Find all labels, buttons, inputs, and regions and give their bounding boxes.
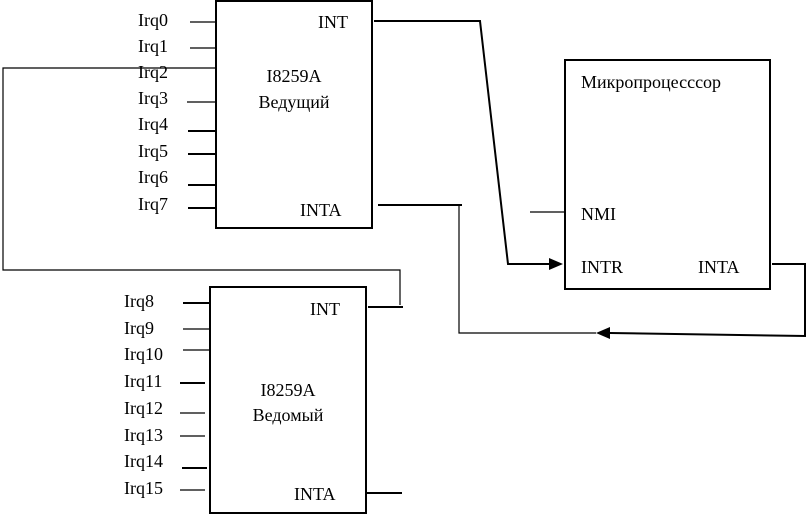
- slave-pic: INT INTA I8259A Ведомый Irq8 Irq9 Irq10 …: [124, 286, 367, 514]
- slave-irq-label: Irq14: [124, 451, 163, 471]
- master-irq-label: Irq3: [138, 88, 168, 108]
- master-inta-label: INTA: [300, 200, 342, 220]
- slave-pic-box: [209, 286, 367, 514]
- master-irq-label: Irq0: [138, 10, 168, 30]
- slave-irq-label: Irq12: [124, 398, 163, 418]
- cpu-name: Микропроцесссор: [581, 72, 721, 92]
- master-irq-label: Irq4: [138, 114, 168, 134]
- cpu-inta-label: INTA: [698, 257, 740, 277]
- master-irq-label: Irq7: [138, 194, 168, 214]
- cascade-wire: [2, 67, 401, 305]
- slave-irq-label: Irq13: [124, 425, 163, 445]
- master-irq-label: Irq6: [138, 167, 168, 187]
- master-int-label: INT: [318, 12, 348, 32]
- master-chip-role: Ведущий: [258, 92, 329, 112]
- slave-chip-role: Ведомый: [253, 405, 324, 425]
- master-irq-label: Irq1: [138, 36, 168, 56]
- slave-chip-name: I8259A: [261, 380, 316, 400]
- slave-irq-label: Irq9: [124, 318, 154, 338]
- slave-irq-label: Irq10: [124, 344, 163, 364]
- int-to-intr-wire: [374, 20, 550, 265]
- cpu-nmi-label: NMI: [581, 204, 616, 224]
- cpu-inta-wire: [609, 263, 806, 338]
- master-irq-label: Irq2: [138, 62, 168, 82]
- master-chip-name: I8259A: [267, 66, 322, 86]
- slave-inta-label: INTA: [294, 484, 336, 504]
- master-pic: INT INTA I8259A Ведущий Irq0 Irq1 Irq2 I…: [138, 0, 373, 229]
- slave-irq-label: Irq15: [124, 478, 163, 498]
- cpu: Микропроцесссор NMI INTR INTA: [530, 59, 771, 290]
- slave-irq-label: Irq11: [124, 371, 162, 391]
- slave-int-label: INT: [310, 299, 340, 319]
- slave-irq-label: Irq8: [124, 291, 154, 311]
- cpu-box: [564, 59, 771, 290]
- inta-arrowhead: [596, 327, 610, 339]
- inta-return-wire: [458, 205, 596, 334]
- intr-arrowhead: [549, 258, 563, 270]
- master-pic-box: [215, 0, 373, 229]
- cpu-intr-label: INTR: [581, 257, 623, 277]
- master-irq-label: Irq5: [138, 141, 168, 161]
